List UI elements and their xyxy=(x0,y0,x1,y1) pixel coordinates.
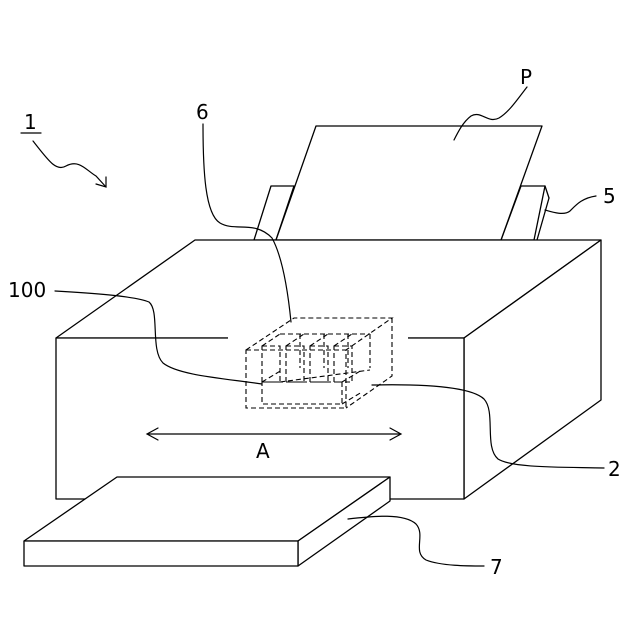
leader-1 xyxy=(33,141,106,187)
leader-5 xyxy=(545,196,596,213)
label-output-tray: 7 xyxy=(490,555,503,579)
label-device: 1 xyxy=(24,110,37,134)
paper-sheet xyxy=(276,126,542,240)
label-sheet: P xyxy=(520,65,532,89)
label-cartridge: 6 xyxy=(196,100,209,124)
label-unit: 100 xyxy=(8,278,46,302)
label-direction: A xyxy=(256,439,270,463)
label-body: 2 xyxy=(608,457,621,481)
leader-7 xyxy=(348,516,484,566)
label-feed-tray: 5 xyxy=(603,184,616,208)
